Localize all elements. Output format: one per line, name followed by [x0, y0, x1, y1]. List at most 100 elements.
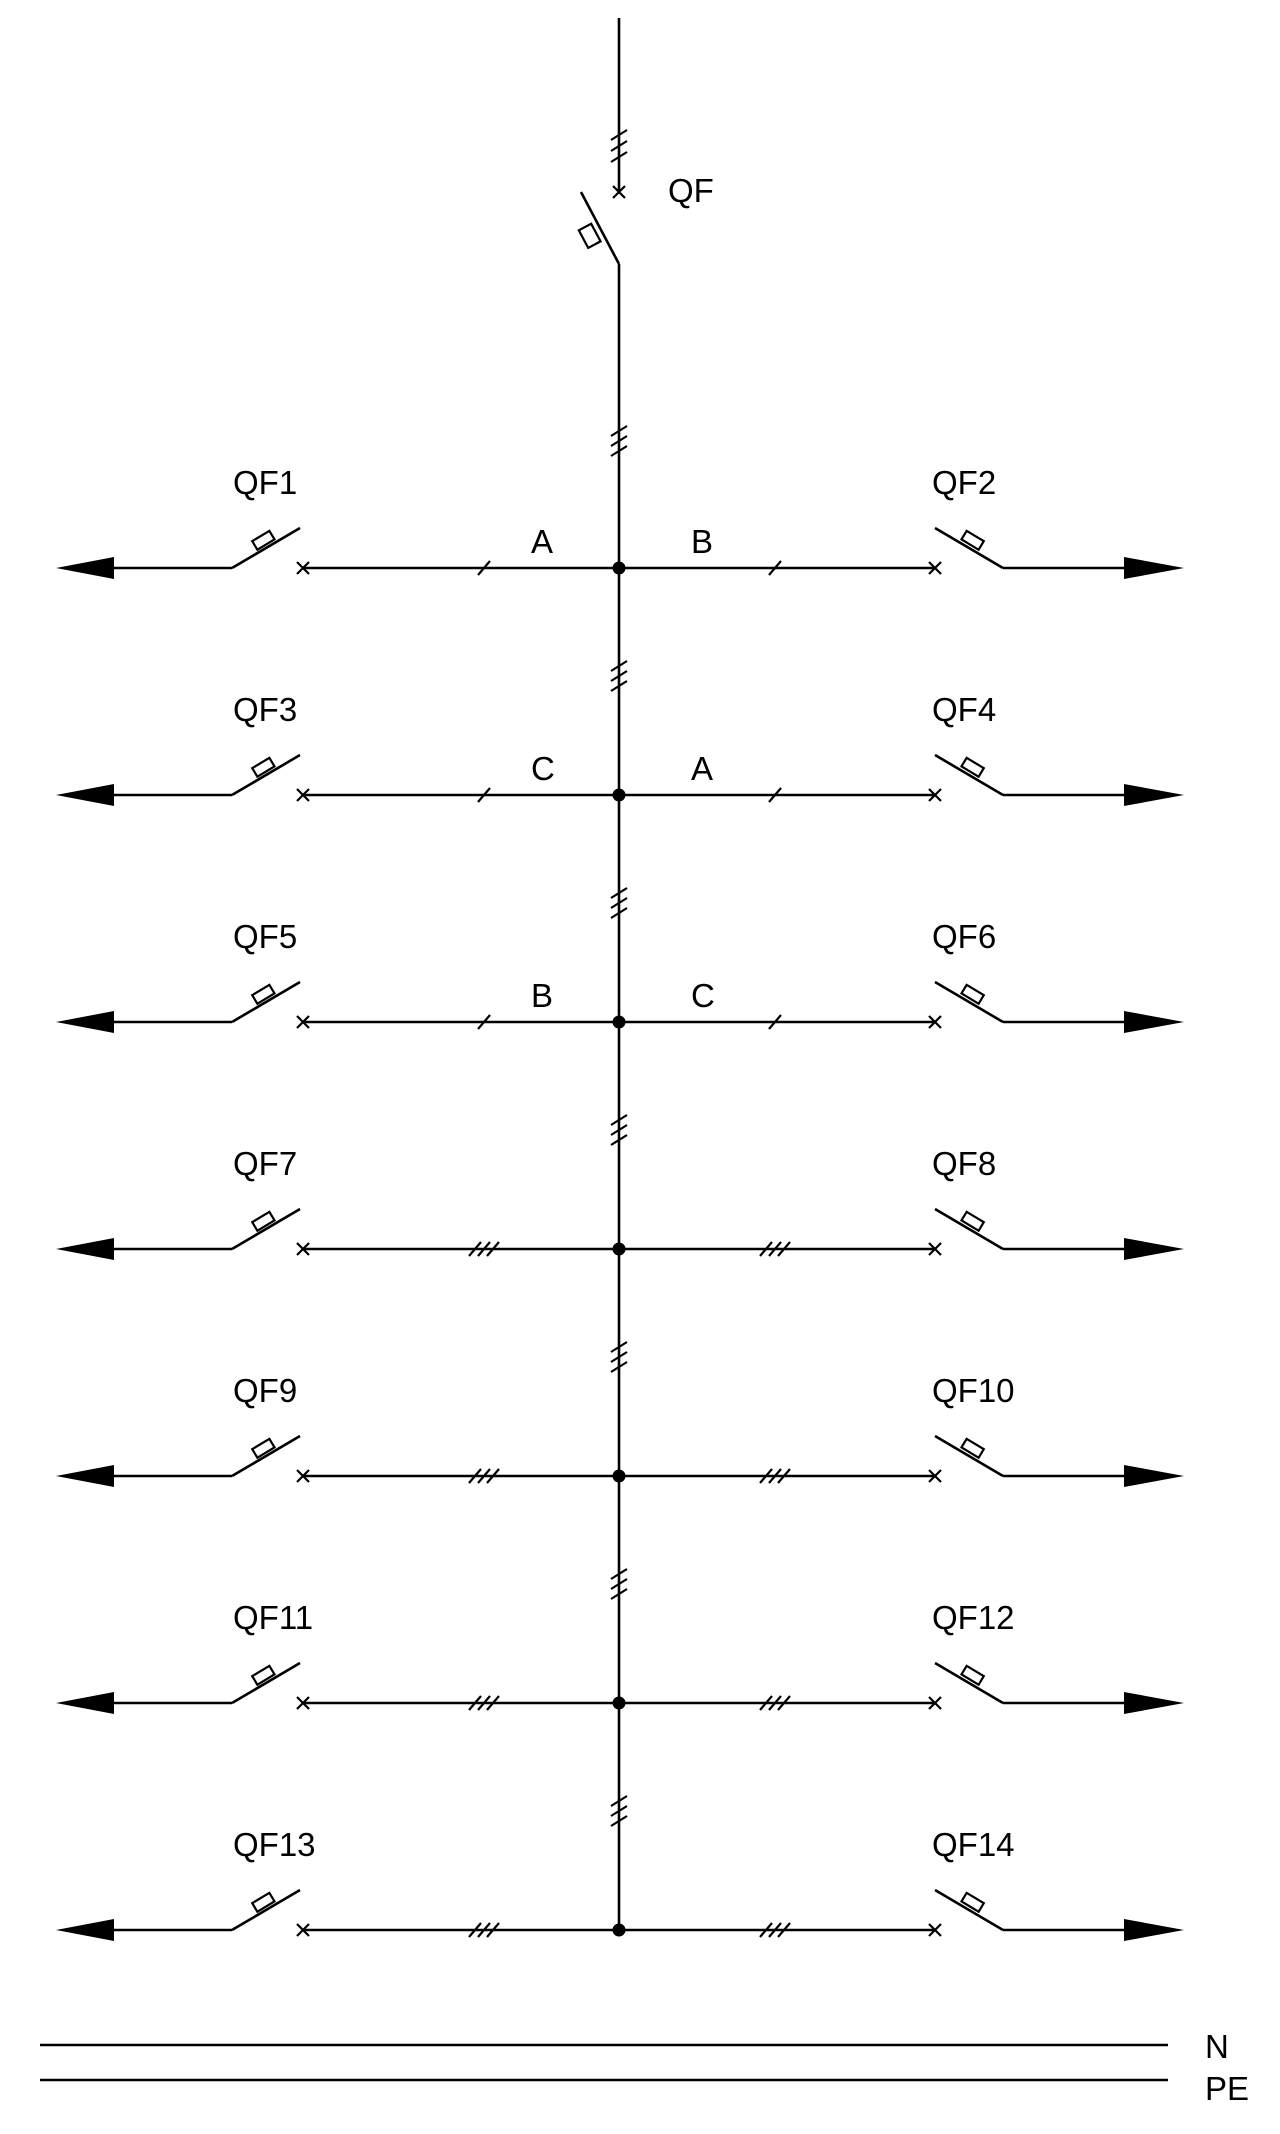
left-outgoing-arrow — [56, 557, 114, 579]
left-outgoing-arrow — [56, 1238, 114, 1260]
bus-triple-tick — [610, 1568, 628, 1600]
feeder-right: QF8 — [619, 1145, 1184, 1260]
bus-triple-tick — [610, 1795, 628, 1827]
main-breaker-label: QF — [668, 172, 714, 209]
right-breaker-blade — [934, 753, 1004, 797]
left-breaker-label: QF1 — [233, 464, 297, 501]
bus-junction-dot — [612, 788, 626, 802]
left-breaker-blade — [231, 980, 301, 1024]
left-pole-tick — [477, 1014, 491, 1030]
right-outgoing-arrow — [1124, 784, 1184, 806]
right-breaker-trip-unit — [959, 983, 986, 1006]
right-phase-label: A — [691, 750, 713, 787]
left-outgoing-arrow — [56, 1465, 114, 1487]
right-breaker-blade — [934, 1434, 1004, 1478]
right-breaker-trip-unit — [959, 1210, 986, 1233]
left-phase-label: B — [531, 977, 553, 1014]
feeder-row: QF9 QF10 — [56, 1372, 1184, 1487]
bus-triple-tick — [610, 425, 628, 457]
right-breaker-blade — [934, 1207, 1004, 1251]
main-breaker-trip-unit — [577, 222, 603, 250]
bus-junction-dot — [612, 1015, 626, 1029]
right-breaker-trip-cross — [928, 1469, 942, 1483]
left-breaker-blade — [231, 526, 301, 570]
left-breaker-blade — [231, 1207, 301, 1251]
left-breaker-blade — [231, 1434, 301, 1478]
left-breaker-label: QF11 — [233, 1599, 313, 1636]
main-breaker-trip-cross — [612, 185, 626, 199]
left-pole-tick — [468, 1468, 500, 1484]
right-pole-tick — [759, 1922, 791, 1938]
right-breaker-blade — [934, 980, 1004, 1024]
main-supply: QF — [577, 18, 714, 265]
right-breaker-trip-cross — [928, 561, 942, 575]
bus-junction-dot — [612, 561, 626, 575]
right-breaker-trip-cross — [928, 1015, 942, 1029]
right-breaker-label: QF12 — [932, 1599, 1015, 1636]
right-outgoing-arrow — [1124, 1238, 1184, 1260]
left-phase-label: A — [531, 523, 553, 560]
right-breaker-blade — [934, 1661, 1004, 1705]
right-breaker-trip-cross — [928, 1696, 942, 1710]
feeder-row: QF7 QF8 — [56, 1145, 1184, 1260]
right-pole-tick — [759, 1468, 791, 1484]
right-outgoing-arrow — [1124, 1465, 1184, 1487]
right-pole-tick — [768, 1014, 782, 1030]
bus-junction-dot — [612, 1696, 626, 1710]
left-breaker-label: QF3 — [233, 691, 297, 728]
bus-junction-dot — [612, 1923, 626, 1937]
right-breaker-trip-cross — [928, 1923, 942, 1937]
left-pole-tick — [468, 1241, 500, 1257]
right-pole-tick — [768, 560, 782, 576]
feeder-left: QF7 — [56, 1145, 619, 1260]
right-breaker-label: QF14 — [932, 1826, 1015, 1863]
right-breaker-label: QF4 — [932, 691, 996, 728]
feeder-right: QF10 — [619, 1372, 1184, 1487]
right-breaker-blade — [934, 526, 1004, 570]
right-breaker-trip-cross — [928, 1242, 942, 1256]
right-breaker-trip-unit — [959, 529, 986, 552]
right-breaker-trip-unit — [959, 1437, 986, 1460]
bus-junction-dot — [612, 1242, 626, 1256]
left-breaker-trip-unit — [250, 756, 277, 779]
left-pole-tick — [468, 1922, 500, 1938]
right-phase-label: B — [691, 523, 713, 560]
right-phase-label: C — [691, 977, 715, 1014]
left-breaker-trip-unit — [250, 1891, 277, 1914]
neutral-bus-label: N — [1205, 2028, 1229, 2065]
left-outgoing-arrow — [56, 1692, 114, 1714]
right-breaker-label: QF6 — [932, 918, 996, 955]
right-breaker-label: QF8 — [932, 1145, 996, 1182]
left-breaker-blade — [231, 1661, 301, 1705]
left-breaker-trip-unit — [250, 1664, 277, 1687]
feeder-left: QF9 — [56, 1372, 619, 1487]
pe-bus-label: PE — [1205, 2070, 1249, 2107]
main-breaker-blade — [579, 191, 621, 265]
left-breaker-blade — [231, 1888, 301, 1932]
feeder-right: QF14 — [619, 1826, 1184, 1941]
left-outgoing-arrow — [56, 1011, 114, 1033]
bus-triple-tick — [610, 660, 628, 692]
right-pole-tick — [759, 1695, 791, 1711]
left-breaker-label: QF9 — [233, 1372, 297, 1409]
left-outgoing-arrow — [56, 784, 114, 806]
right-breaker-trip-unit — [959, 1664, 986, 1687]
right-breaker-trip-unit — [959, 756, 986, 779]
right-outgoing-arrow — [1124, 1692, 1184, 1714]
n-pe-buses: N PE — [40, 2028, 1249, 2107]
right-breaker-label: QF2 — [932, 464, 996, 501]
main-bus-ticks — [610, 425, 628, 1827]
left-breaker-blade — [231, 753, 301, 797]
right-pole-tick — [759, 1241, 791, 1257]
left-breaker-label: QF7 — [233, 1145, 297, 1182]
bus-triple-tick — [610, 1341, 628, 1373]
feeder-left: QF13 — [56, 1826, 619, 1941]
